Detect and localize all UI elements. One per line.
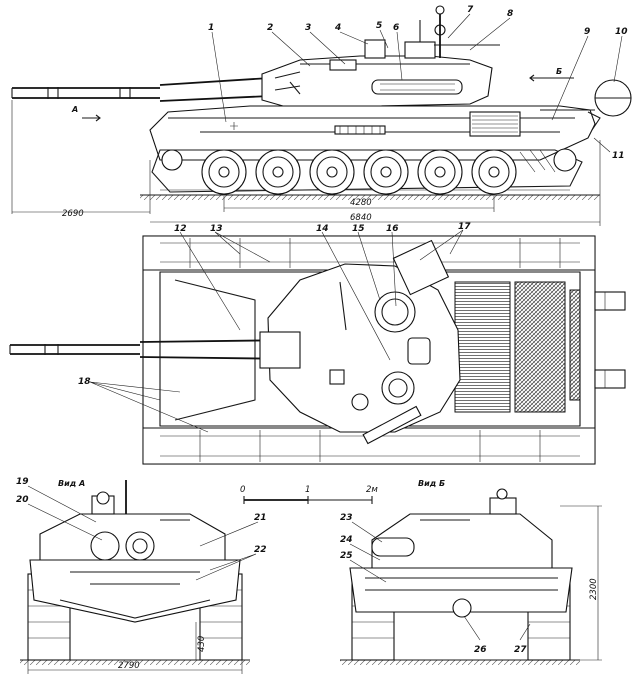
dim-hull-length: 6840	[350, 213, 372, 223]
hull-side	[149, 79, 632, 161]
callout-24: 24	[340, 535, 353, 545]
road-wheels	[201, 149, 517, 195]
side-callout-leaders	[211, 13, 623, 153]
scale-bar: 0 1 2м	[240, 485, 378, 504]
callout-17: 17	[458, 222, 471, 232]
top-callout-leaders	[89, 229, 464, 433]
callout-11: 11	[612, 151, 625, 161]
view-mark-a: А	[71, 105, 78, 114]
dim-height: 2300	[589, 578, 599, 600]
dim-overhang: 2690	[62, 209, 84, 219]
callout-25: 25	[340, 551, 353, 561]
callout-4: 4	[334, 23, 341, 33]
callout-26: 26	[474, 645, 487, 655]
callout-13: 13	[210, 224, 223, 234]
callout-8: 8	[507, 9, 513, 19]
callout-18: 18	[78, 377, 91, 387]
callout-14: 14	[316, 224, 329, 234]
view-arrow-a: А	[71, 105, 101, 122]
dim-wheelbase: 4280	[350, 198, 372, 208]
callout-27: 27	[514, 645, 527, 655]
dim-clearance: 430	[197, 636, 207, 652]
rear-view: Вид Б 2300 23 24 25 26 27	[340, 479, 602, 665]
dim-width: 2790	[118, 661, 140, 671]
scale-start: 0	[240, 485, 245, 495]
view-arrow-b: Б	[529, 67, 574, 82]
callout-1: 1	[208, 23, 214, 33]
front-view: Вид А 2790 430 19 20 21 22	[16, 477, 267, 674]
side-dimensions: 2690 4280 6840	[11, 100, 601, 226]
scale-mid: 1	[305, 485, 310, 495]
side-view: 2690 4280 6840 А Б 1 2 3	[11, 5, 632, 226]
callout-21: 21	[254, 513, 267, 523]
top-view: 12 13 14 15 16 17 18	[9, 222, 626, 465]
gun-barrel-top	[9, 331, 301, 369]
running-gear-side	[151, 148, 583, 195]
callout-20: 20	[16, 495, 29, 505]
callout-15: 15	[352, 224, 365, 234]
turret-top	[267, 239, 461, 445]
callout-19: 19	[16, 477, 29, 487]
callout-9: 9	[584, 27, 590, 37]
callout-16: 16	[386, 224, 399, 234]
callout-3: 3	[305, 23, 311, 33]
callout-22: 22	[254, 545, 267, 555]
view-mark-b: Б	[556, 67, 562, 76]
rear-view-title: Вид Б	[418, 479, 445, 488]
callout-10: 10	[615, 27, 628, 37]
callout-23: 23	[340, 513, 353, 523]
scale-end: 2м	[366, 485, 378, 495]
callout-7: 7	[467, 5, 474, 15]
turret-side	[261, 5, 500, 109]
callout-12: 12	[174, 224, 187, 234]
callout-6: 6	[393, 23, 399, 33]
callout-5: 5	[376, 21, 382, 31]
gun-barrel-side	[11, 77, 271, 102]
front-view-title: Вид А	[58, 479, 85, 488]
callout-2: 2	[267, 23, 273, 33]
